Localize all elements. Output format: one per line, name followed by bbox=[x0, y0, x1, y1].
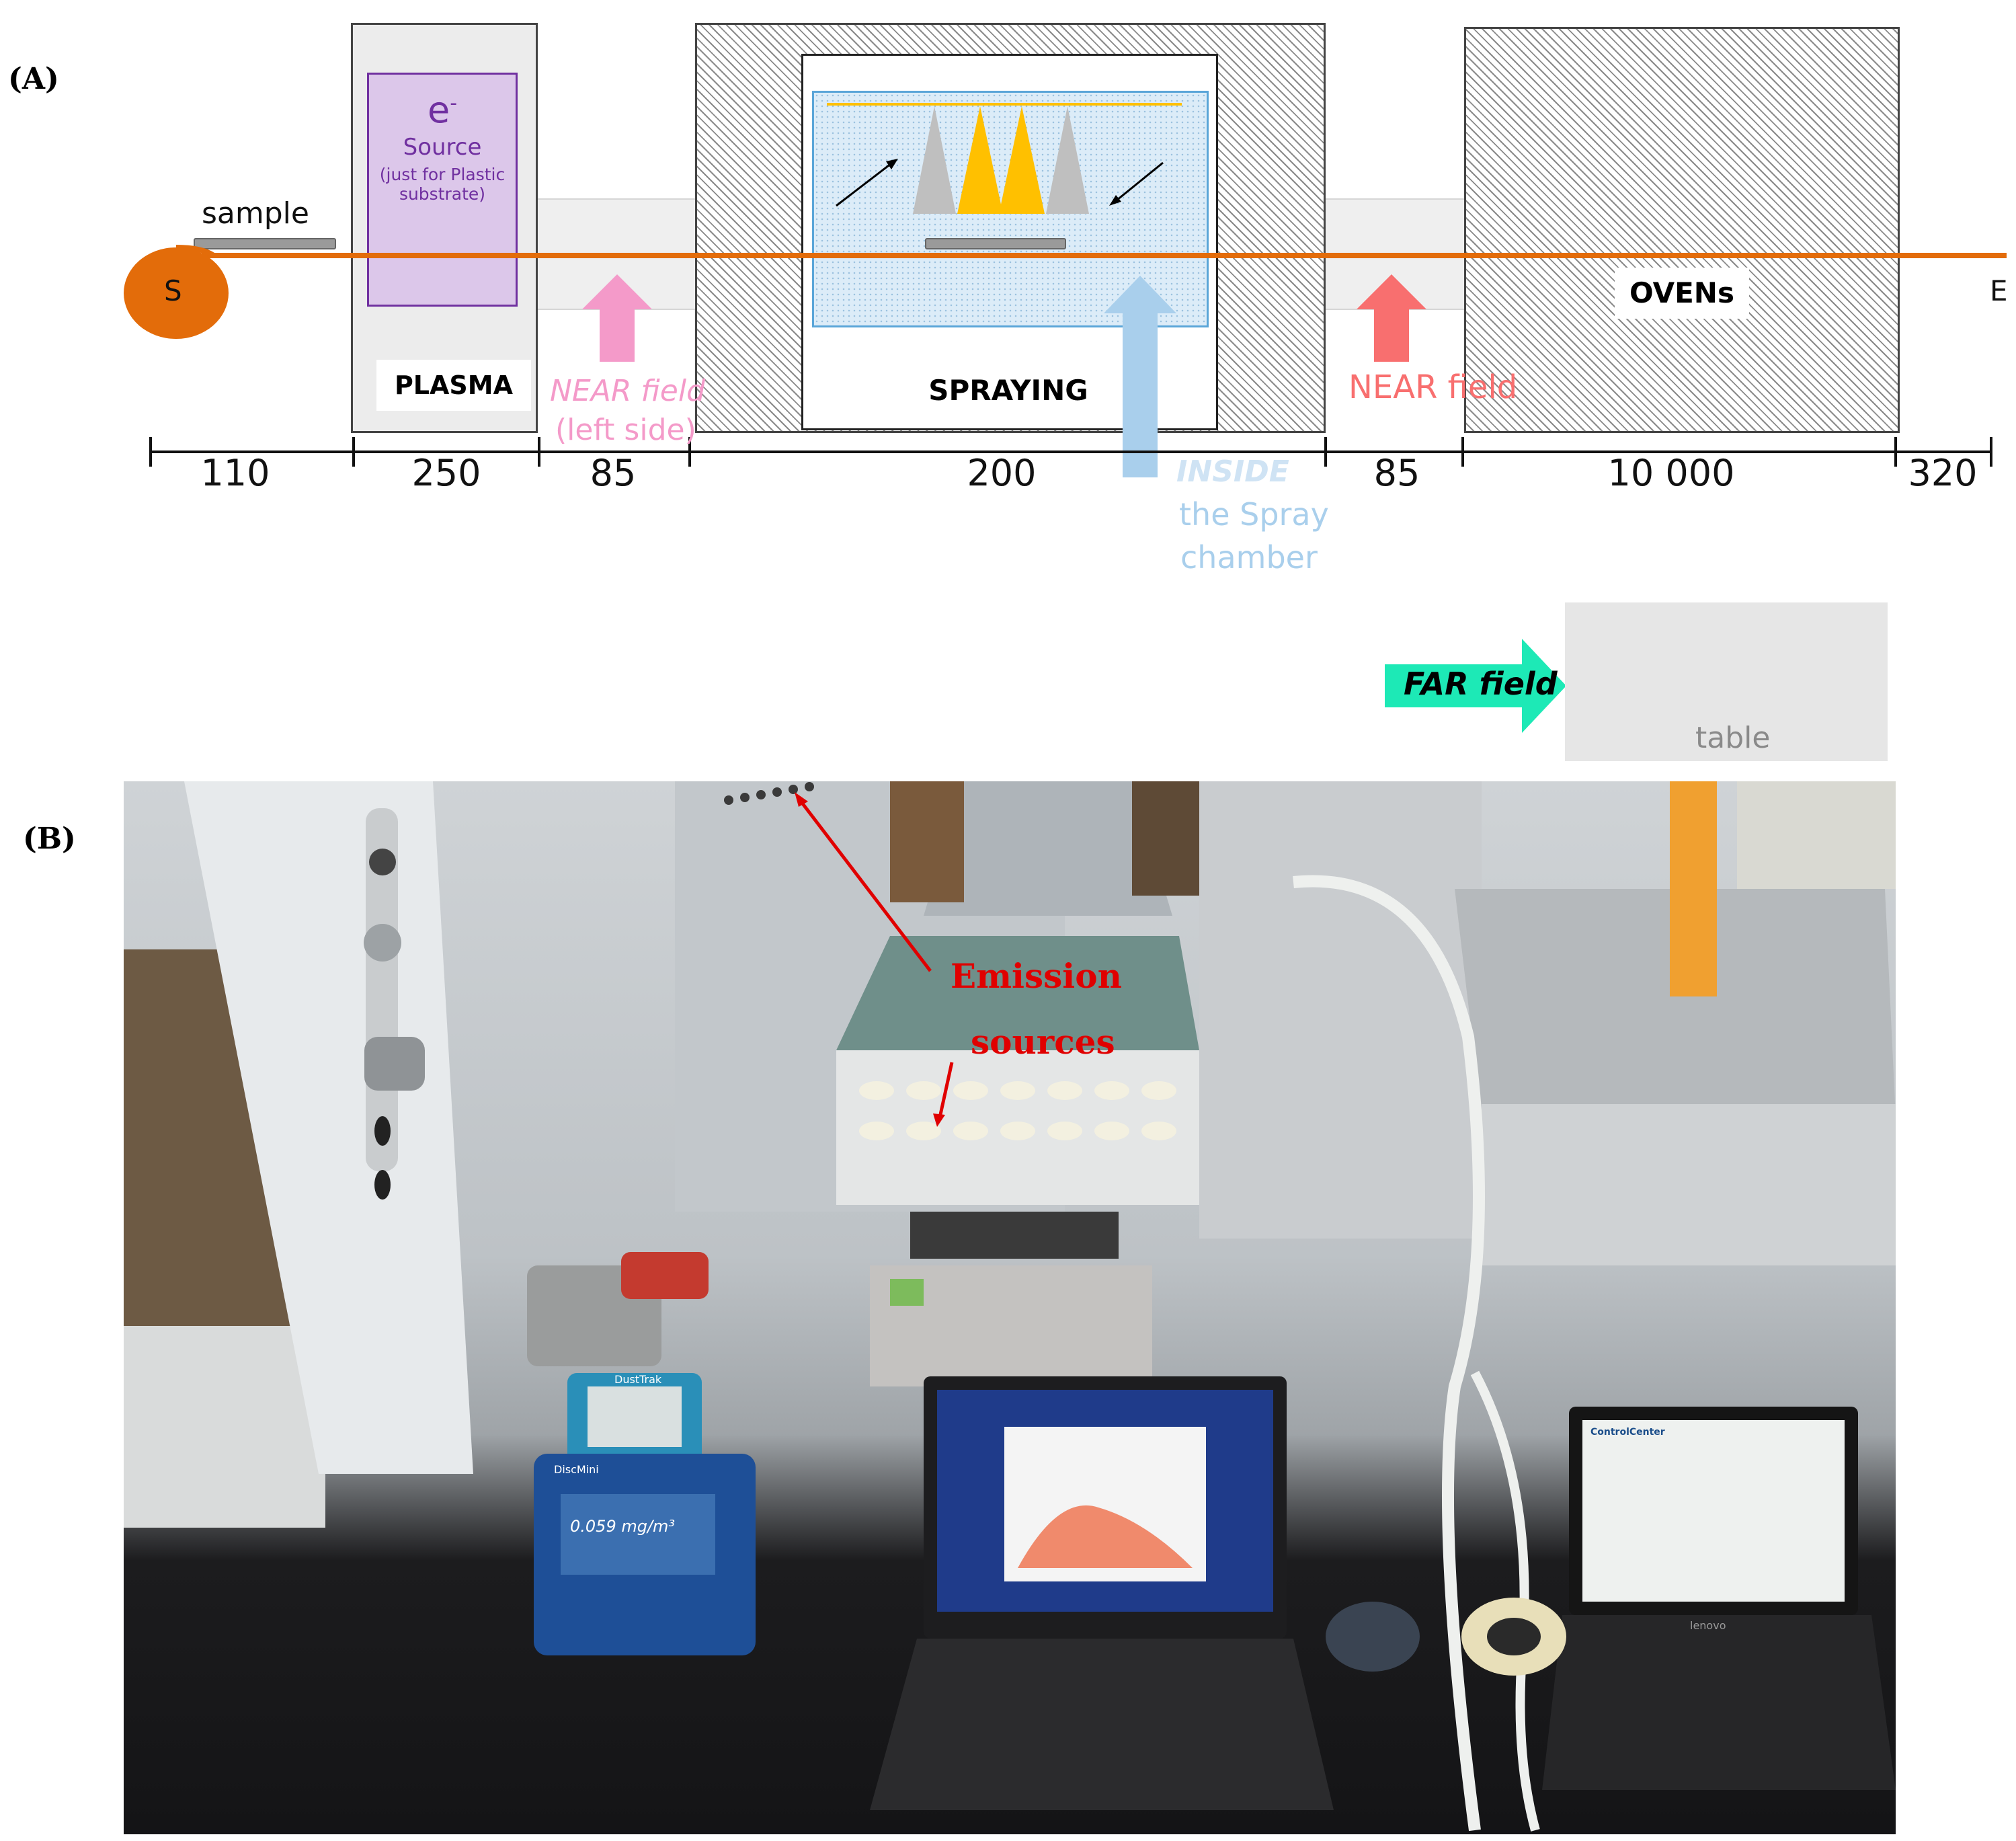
laptop-app-title: ControlCenter bbox=[1590, 1427, 1665, 1438]
source-title: Source bbox=[403, 134, 482, 161]
photo-illustration bbox=[124, 781, 1896, 1832]
spray-cone-grey-1 bbox=[913, 106, 956, 214]
near-right-label: NEAR field bbox=[1348, 368, 1518, 406]
near-left-label-2: (left side) bbox=[555, 413, 696, 447]
near-left-label-1: NEAR field bbox=[550, 374, 706, 408]
inside-label-2: the Spray bbox=[1179, 496, 1329, 533]
measure-110: 110 bbox=[200, 452, 270, 494]
measure-85-left: 85 bbox=[590, 452, 637, 494]
spray-cone-yellow-2 bbox=[999, 106, 1045, 214]
airflow-arrow-left bbox=[836, 160, 895, 207]
measure-320: 320 bbox=[1908, 452, 1978, 494]
panel-a-label: (A) bbox=[8, 62, 59, 96]
end-label: E bbox=[1990, 274, 2008, 307]
chamber-sample-bar bbox=[925, 238, 1066, 249]
sample-label: sample bbox=[202, 196, 309, 231]
near-right-arrow bbox=[1357, 274, 1426, 362]
inside-label-3: chamber bbox=[1180, 539, 1318, 576]
spray-cone-grey-2 bbox=[1046, 106, 1089, 214]
start-label: S bbox=[164, 274, 182, 307]
device-reading: 0.059 mg/m³ bbox=[570, 1517, 676, 1536]
table-box bbox=[1565, 602, 1888, 761]
device-brand-discmini: DiscMini bbox=[554, 1463, 599, 1476]
start-circle bbox=[124, 247, 229, 339]
ovens-label: OVENs bbox=[1615, 268, 1749, 319]
sample-bar bbox=[194, 238, 336, 249]
electron-superscript: - bbox=[450, 91, 458, 115]
near-left-arrow bbox=[582, 274, 652, 362]
device-brand-dusttrak: DustTrak bbox=[614, 1373, 662, 1386]
emission-label-1: Emission bbox=[951, 956, 1123, 996]
emission-label-2: sources bbox=[971, 1022, 1115, 1062]
laptop-brand: lenovo bbox=[1690, 1619, 1726, 1632]
spraying-label: SPRAYING bbox=[928, 374, 1088, 407]
measure-10000: 10 000 bbox=[1607, 452, 1735, 494]
far-field-arrow bbox=[1385, 639, 1566, 733]
table-label: table bbox=[1695, 721, 1771, 755]
inside-label-1: INSIDE bbox=[1176, 455, 1289, 489]
electron-source-box: e- Source (just for Plastic substrate) bbox=[367, 73, 518, 307]
airflow-arrow-right bbox=[1113, 161, 1164, 204]
source-note-line1: (just for Plastic bbox=[379, 165, 506, 184]
spray-cone-yellow-1 bbox=[957, 106, 1003, 214]
measure-200: 200 bbox=[967, 452, 1037, 494]
measure-250: 250 bbox=[411, 452, 481, 494]
plasma-label: PLASMA bbox=[376, 360, 531, 411]
panel-b-label: (B) bbox=[23, 822, 76, 856]
inside-arrow bbox=[1104, 276, 1176, 477]
far-field-label: FAR field bbox=[1404, 666, 1558, 702]
measure-85-right: 85 bbox=[1373, 452, 1420, 494]
source-note-line2: substrate) bbox=[399, 184, 486, 204]
electron-symbol: e bbox=[427, 89, 450, 131]
process-diagram-svg bbox=[124, 103, 2007, 733]
ovens-enclosure bbox=[1464, 27, 1900, 433]
setup-photo: Emission sources DustTrak DiscMini 0.059… bbox=[124, 781, 1896, 1834]
